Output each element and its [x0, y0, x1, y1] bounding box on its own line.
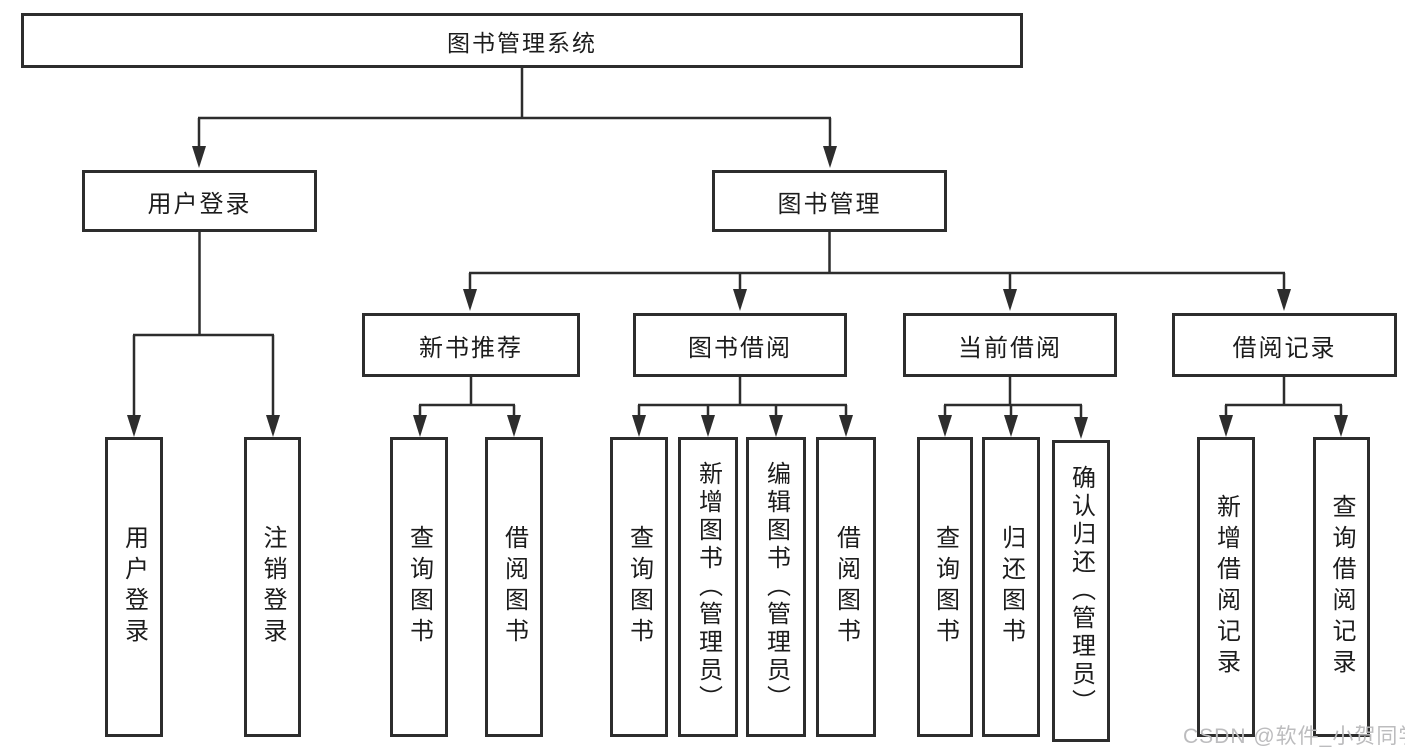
leaf-borrow-book-recommend: 借阅图书	[485, 437, 543, 737]
leaf-query-books-current: 查询图书	[917, 437, 973, 737]
node-book-management: 图书管理	[712, 170, 947, 232]
node-current-borrow: 当前借阅	[903, 313, 1117, 377]
leaf-confirm-return-admin: 确认归还（管理员）	[1052, 440, 1110, 742]
leaf-query-books-borrow: 查询图书	[610, 437, 668, 737]
leaf-return-book: 归还图书	[982, 437, 1040, 737]
node-borrow-record: 借阅记录	[1172, 313, 1397, 377]
node-new-book-recommend: 新书推荐	[362, 313, 580, 377]
leaf-add-borrow-record: 新增借阅记录	[1197, 437, 1255, 737]
node-root-system: 图书管理系统	[21, 13, 1023, 68]
leaf-query-books-recommend: 查询图书	[390, 437, 448, 737]
leaf-borrow-book: 借阅图书	[816, 437, 876, 737]
leaf-edit-book-admin: 编辑图书（管理员）	[746, 437, 806, 737]
node-user-login: 用户登录	[82, 170, 317, 232]
leaf-logout: 注销登录	[244, 437, 301, 737]
node-book-borrow: 图书借阅	[633, 313, 847, 377]
csdn-watermark: CSDN @软件_小贺同学	[1183, 725, 1405, 747]
leaf-query-borrow-record: 查询借阅记录	[1313, 437, 1370, 737]
leaf-add-book-admin: 新增图书（管理员）	[678, 437, 738, 737]
leaf-user-login: 用户登录	[105, 437, 163, 737]
